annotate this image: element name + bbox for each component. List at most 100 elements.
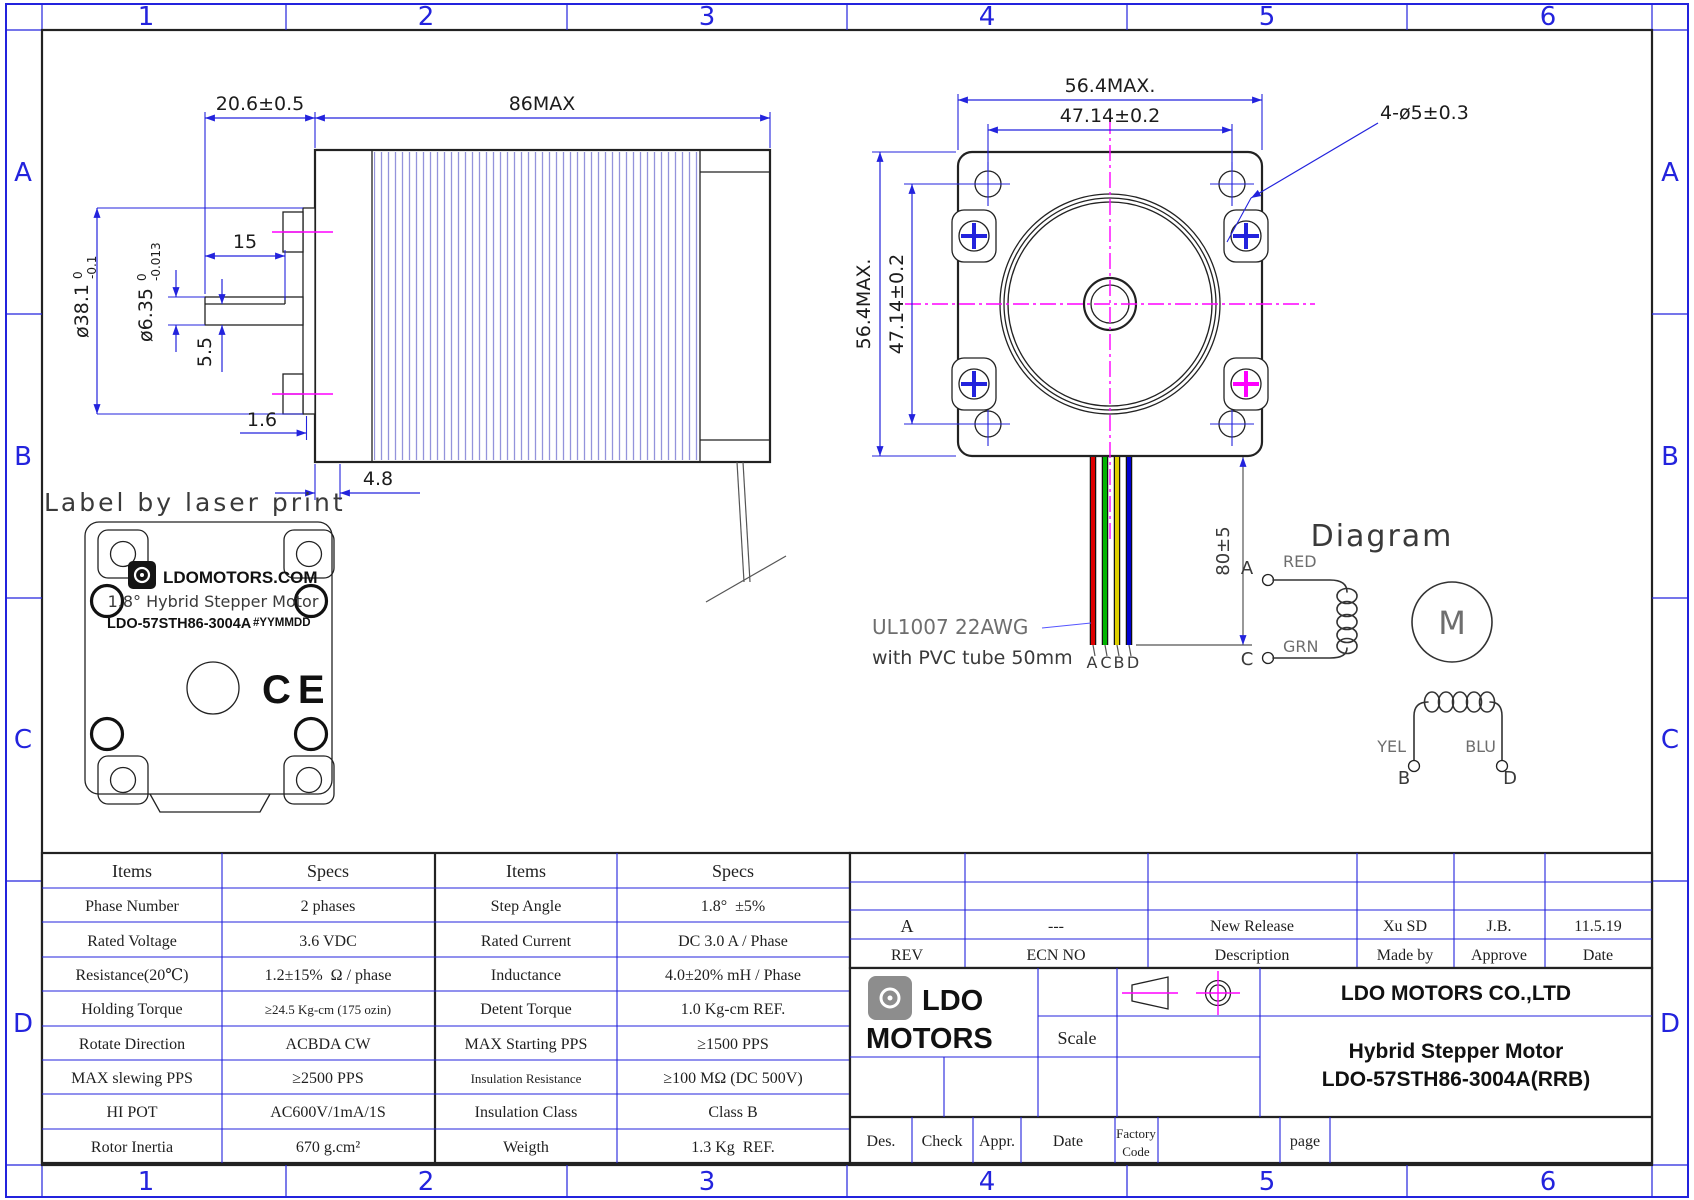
- spec-value: ACBDA CW: [286, 1036, 372, 1053]
- spec-value: 1.3 Kg REF.: [691, 1139, 775, 1156]
- approver-label: Appr.: [979, 1133, 1015, 1150]
- spec-value: 1.8° ±5%: [701, 898, 766, 915]
- label-card: [84, 521, 333, 795]
- spec-value: 4.0±20% mH / Phase: [665, 967, 801, 984]
- spec-value: 670 g.cm²: [296, 1139, 361, 1156]
- approve-value: J.B.: [1487, 918, 1512, 935]
- ce-mark: CE: [262, 668, 332, 712]
- pin-b-label: B: [1398, 768, 1410, 789]
- ecn-value: ---: [1048, 918, 1064, 935]
- screw-top-right: [1223, 209, 1269, 263]
- spec-item: Phase Number: [85, 898, 179, 915]
- spec-value: AC600V/1mA/1S: [270, 1104, 386, 1121]
- scale-label: Scale: [1058, 1028, 1097, 1048]
- pin-c-color: GRN: [1283, 637, 1318, 656]
- dim-shaft-tol-lower: -0.013: [149, 242, 163, 281]
- grid-col-label: 1: [138, 1167, 155, 1197]
- grid-col-label: 3: [699, 2, 716, 32]
- approve-header: Approve: [1471, 947, 1527, 964]
- factory-code-label-line1: Factory: [1116, 1126, 1156, 1141]
- label-bottom-tab: [149, 793, 271, 813]
- spec-item: Rotor Inertia: [91, 1139, 173, 1156]
- spec-item: HI POT: [106, 1104, 157, 1121]
- revision-block: A --- New Release Xu SD J.B. 11.5.19 REV…: [848, 851, 1654, 970]
- coil-bd: [1423, 691, 1496, 713]
- label-datecode: #YYMMDD: [253, 617, 311, 629]
- grid-row-label: D: [13, 1009, 33, 1039]
- spec-left-header-specs: Specs: [307, 861, 349, 881]
- spec-table-left-cells: Phase Number 2 phases Rated Voltage 3.6 …: [71, 898, 391, 1156]
- lead-wires: [1089, 457, 1133, 657]
- spec-item: Inductance: [491, 967, 561, 984]
- screw-bottom-right: [1223, 357, 1269, 411]
- dim-wire-length: 80±5: [1213, 526, 1234, 575]
- grid-col-label: 6: [1540, 2, 1557, 32]
- diagram-title: Diagram: [1311, 519, 1454, 554]
- spec-left-header-items: Items: [112, 861, 152, 881]
- company-logo: LDO MOTORS: [866, 976, 993, 1055]
- date-label: Date: [1053, 1133, 1083, 1150]
- company-name: LDO MOTORS CO.,LTD: [1341, 982, 1571, 1005]
- grid-col-label: 2: [418, 1167, 435, 1197]
- part-number: LDO-57STH86-3004A(RRB): [1322, 1068, 1590, 1091]
- factory-code-label-line2: Code: [1122, 1144, 1150, 1159]
- dim-front-length: 20.6±0.5: [216, 93, 304, 115]
- spec-item: Rated Voltage: [87, 933, 177, 950]
- wire-label-c: C: [1100, 653, 1111, 672]
- grid-row-label: B: [14, 442, 32, 472]
- spec-value: 3.6 VDC: [299, 933, 357, 950]
- assembly-screws: [951, 209, 1269, 411]
- dim-hole-spacing-h: 47.14±0.2: [1060, 105, 1161, 127]
- grid-col-label: 6: [1540, 1167, 1557, 1197]
- dim-flange-width: 56.4MAX.: [1065, 75, 1156, 97]
- date-header: Date: [1583, 947, 1613, 964]
- dim-boss-diameter: ø38.1: [71, 284, 93, 338]
- label-heading: Label by laser print: [44, 488, 346, 517]
- screw-top-left: [951, 209, 997, 263]
- spec-item: Rotate Direction: [79, 1036, 185, 1053]
- made-by-header: Made by: [1377, 947, 1433, 964]
- pvc-tube-note: with PVC tube 50mm: [872, 647, 1073, 669]
- grid-col-label: 2: [418, 2, 435, 32]
- motor-shaft-side: [204, 296, 304, 326]
- grid-col-label: 1: [138, 2, 155, 32]
- label-area: Label by laser print LDOMOTORS.COM 1.8° …: [44, 488, 346, 813]
- spec-item: Holding Torque: [81, 1001, 182, 1018]
- label-model: LDO-57STH86-3004A: [107, 616, 252, 632]
- label-subtitle: 1.8° Hybrid Stepper Motor: [108, 592, 319, 611]
- spec-value: 2 phases: [301, 898, 356, 915]
- dim-boss-tol-lower: -0.1: [85, 256, 99, 279]
- terminal-b: [1407, 759, 1421, 773]
- wire-label-b: B: [1114, 653, 1125, 672]
- grid-row-label: B: [1661, 442, 1679, 472]
- spec-item: Insulation Resistance: [471, 1071, 582, 1086]
- wire-spec-note: UL1007 22AWG: [872, 615, 1028, 639]
- wire-note-leader: [1041, 622, 1092, 629]
- spec-value: ≥24.5 Kg-cm (175 ozin): [265, 1002, 391, 1017]
- motor-symbol-label: M: [1438, 604, 1466, 642]
- dim-hole-callout: 4-ø5±0.3: [1380, 102, 1469, 124]
- front-view-dimensions: 56.4MAX. 47.14±0.2 4-ø5±0.3 56.4MAX. 47.…: [853, 75, 1469, 646]
- rev-value: A: [901, 916, 914, 936]
- grid-col-label: 3: [699, 1167, 716, 1197]
- side-view-dimensions: 20.6±0.5 86MAX 15 ø38.1 0 -0.1 ø6.35 0 -…: [71, 93, 771, 500]
- screw-bottom-left: [951, 357, 997, 411]
- dim-body-length: 86MAX: [509, 93, 576, 115]
- label-brand: LDOMOTORS.COM: [163, 568, 318, 587]
- spec-item: MAX slewing PPS: [71, 1070, 193, 1087]
- spec-item: MAX Starting PPS: [465, 1036, 588, 1053]
- dim-shaft-tol-upper: 0: [135, 273, 149, 281]
- pin-d-label: D: [1503, 768, 1517, 789]
- spec-item: Detent Torque: [480, 1001, 571, 1018]
- pin-c-label: C: [1241, 649, 1254, 670]
- grid-column-ticks: [6, 4, 1688, 1197]
- grid-row-label: D: [1660, 1009, 1680, 1039]
- ecn-header: ECN NO: [1026, 947, 1085, 964]
- spec-value: Class B: [708, 1104, 757, 1121]
- spec-right-header-items: Items: [506, 861, 546, 881]
- designer-label: Des.: [867, 1133, 896, 1150]
- motor-front-view: A C B D 56.4MAX. 47.14±0.2 4-ø5±0.3 56.4…: [853, 75, 1469, 672]
- made-by-value: Xu SD: [1383, 918, 1427, 935]
- grid-row-label: C: [14, 725, 32, 755]
- spec-table-row-lines: [42, 887, 850, 1130]
